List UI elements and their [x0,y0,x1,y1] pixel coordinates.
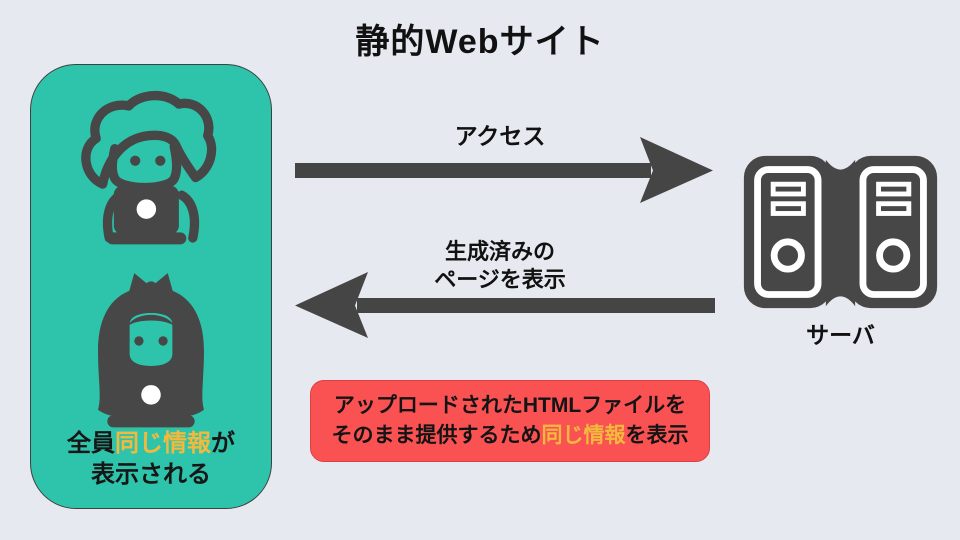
left-arrow-icon [295,272,715,338]
server-label: サーバ [806,322,875,348]
caption-ga: が [211,430,235,457]
right-arrow-icon [295,137,713,203]
page-title: 静的Webサイト [355,23,605,61]
note-line2-highlight: 同じ情報 [541,424,626,447]
caption-line2: 表示される [91,461,211,488]
response-arrow [295,271,715,339]
note-line2-prefix: そのまま提供するため [331,424,542,447]
request-arrow-label: アクセス [454,123,546,149]
note-line2-suffix: を表示 [625,424,689,447]
server-group [738,152,943,319]
caption-everyone: 全員 [67,430,115,457]
girl-at-laptop-icon [98,273,204,428]
person-at-laptop-icon [81,90,217,245]
response-label-line1: 生成済みの [444,239,555,264]
note-box: アップロードされたHTMLファイルを そのまま提供するため同じ情報を表示 [310,380,710,462]
note-line1: アップロードされたHTMLファイルを [311,391,709,421]
request-arrow [295,136,713,204]
note-line1-text: アップロードされたHTMLファイルを [333,394,687,417]
note-line2: そのまま提供するため同じ情報を表示 [311,421,709,451]
user2-laptop-icon [72,267,230,444]
response-arrow-label: 生成済みの ページを表示 [340,238,660,294]
server-towers-icon [743,155,938,309]
response-label-line2: ページを表示 [434,267,566,292]
users-panel-caption: 全員同じ情報が 表示される [31,428,271,490]
users-panel: 全員同じ情報が 表示される [30,64,272,509]
caption-same-info-highlight: 同じ情報 [115,430,211,457]
user-laptop-icon [72,87,230,260]
